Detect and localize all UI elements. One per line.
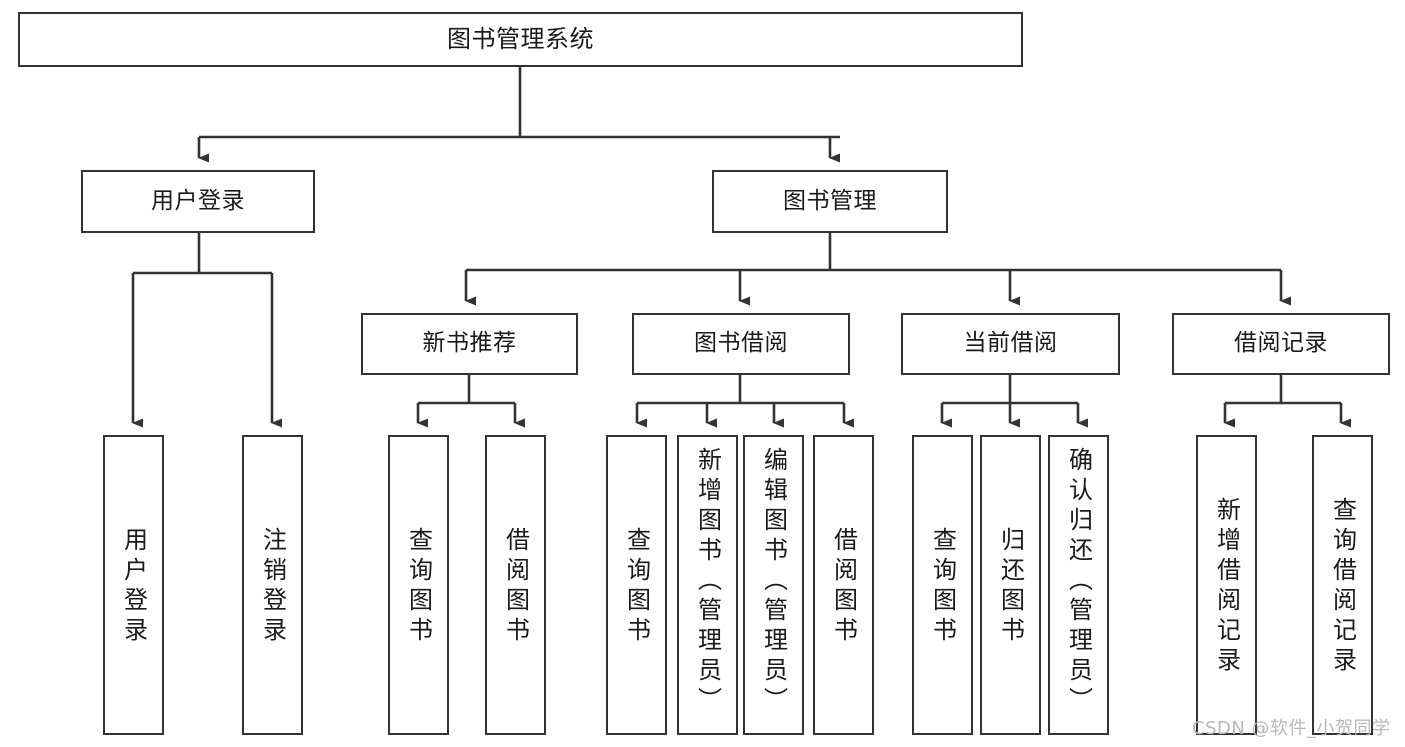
node-new-book-recommendation[interactable]: 新书推荐 [361,313,578,375]
node-label: 借阅图书 [829,527,858,647]
edges-book-borrow [635,375,854,428]
node-current-borrowing[interactable]: 当前借阅 [901,313,1120,375]
node-label: 图书管理系统 [447,25,594,54]
leaf-query-book-borrowing[interactable]: 查询图书 [606,435,667,735]
node-label: 图书借阅 [694,330,788,357]
node-label: 确认归还（管理员） [1064,447,1093,717]
node-label: 借阅记录 [1234,330,1328,357]
node-label: 借阅图书 [501,527,530,647]
node-label: 查询图书 [404,527,433,647]
edges-user-login [131,233,282,428]
leaf-add-borrow-record[interactable]: 新增借阅记录 [1196,435,1257,735]
node-label: 新增图书（管理员） [693,447,722,717]
node-user-login[interactable]: 用户登录 [81,170,315,233]
leaf-confirm-return-admin[interactable]: 确认归还（管理员） [1048,435,1109,735]
watermark: CSDN @软件_小贺同学 [1192,718,1391,739]
edges-current-borrow [940,375,1088,428]
node-book-management[interactable]: 图书管理 [712,170,948,233]
leaf-user-login[interactable]: 用户登录 [103,435,164,735]
leaf-query-book-current[interactable]: 查询图书 [912,435,973,735]
node-label: 归还图书 [996,527,1025,647]
leaf-borrow-book-recommendation[interactable]: 借阅图书 [485,435,546,735]
edges-book-manage [464,233,1291,306]
edges-new-book-rec [416,375,525,428]
node-label: 图书管理 [783,187,877,214]
node-borrow-records[interactable]: 借阅记录 [1172,313,1390,375]
node-label: 新增借阅记录 [1212,497,1241,677]
node-label: 查询借阅记录 [1328,497,1357,677]
node-root-book-management-system[interactable]: 图书管理系统 [18,12,1023,67]
node-label: 新书推荐 [422,330,517,357]
node-label: 当前借阅 [963,330,1058,357]
node-label: 用户登录 [151,187,245,214]
leaf-return-book[interactable]: 归还图书 [980,435,1041,735]
node-label: 查询图书 [928,527,957,647]
leaf-borrow-book-borrowing[interactable]: 借阅图书 [813,435,874,735]
leaf-add-book-admin[interactable]: 新增图书（管理员） [677,435,738,735]
edges-borrow-record [1223,375,1351,428]
node-label: 编辑图书（管理员） [759,447,788,717]
leaf-query-book-recommendation[interactable]: 查询图书 [388,435,449,735]
node-book-borrowing[interactable]: 图书借阅 [632,313,850,375]
leaf-edit-book-admin[interactable]: 编辑图书（管理员） [743,435,804,735]
node-label: 查询图书 [622,527,651,647]
leaf-query-borrow-record[interactable]: 查询借阅记录 [1312,435,1373,735]
node-label: 注销登录 [258,527,287,647]
leaf-logout[interactable]: 注销登录 [242,435,303,735]
edges-root [197,67,840,163]
node-label: 用户登录 [119,527,148,647]
